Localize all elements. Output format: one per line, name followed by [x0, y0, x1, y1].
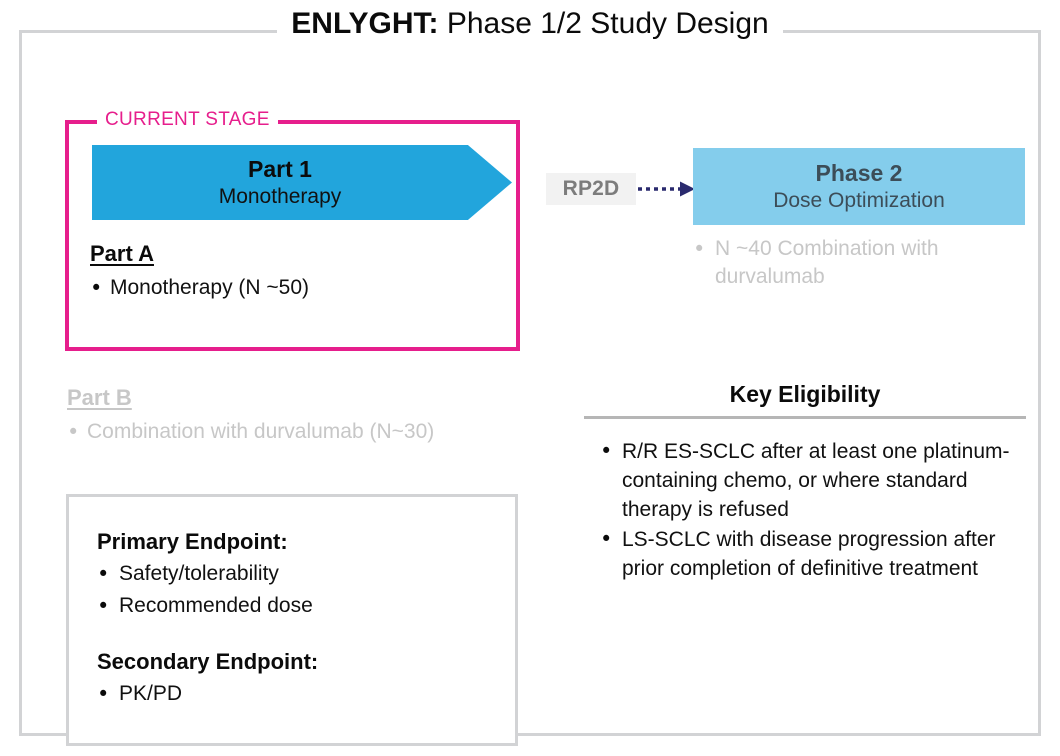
list-item: • R/R ES-SCLC after at least one platinu…: [600, 437, 1026, 524]
list-item: • Safety/tolerability: [97, 559, 515, 589]
phase-2-bullet-text: N ~40 Combination with durvalumab: [715, 237, 939, 288]
part-b-bullet-text: Combination with durvalumab (N~30): [87, 420, 435, 443]
bullet-icon: •: [97, 562, 110, 586]
key-eligibility-section: Key Eligibility • R/R ES-SCLC after at l…: [584, 379, 1026, 584]
part-1-title: Part 1: [248, 156, 312, 182]
phase-2-note: • N ~40 Combination with durvalumab: [693, 231, 1033, 291]
secondary-endpoint-heading: Secondary Endpoint:: [97, 649, 319, 674]
bullet-icon: •: [90, 276, 103, 300]
key-eligibility-list: • R/R ES-SCLC after at least one platinu…: [584, 437, 1026, 583]
list-item: • Monotherapy (N ~50): [90, 273, 490, 303]
divider: [584, 416, 1026, 419]
phase-2-subtitle: Dose Optimization: [773, 189, 945, 212]
eligibility-bullet-text: LS-SCLC with disease progression after p…: [622, 528, 996, 580]
list-item: • Combination with durvalumab (N~30): [67, 417, 507, 447]
current-stage-highlight-box: CURRENT STAGE: [65, 108, 520, 351]
part-1-arrow-banner: Part 1 Monotherapy: [92, 145, 512, 220]
slide-frame: CURRENT STAGE Part 1 Monotherapy Part A …: [19, 30, 1041, 746]
dotted-arrow-right-icon: [638, 181, 695, 197]
part-1-subtitle: Monotherapy: [218, 185, 342, 208]
endpoints-box: Primary Endpoint: • Safety/tolerability …: [66, 494, 518, 746]
primary-endpoint-bullet-text: Recommended dose: [119, 594, 313, 617]
secondary-endpoint-bullet-text: PK/PD: [119, 682, 183, 705]
phase-2-box: Phase 2 Dose Optimization: [693, 148, 1025, 225]
bullet-icon: •: [67, 420, 80, 444]
key-eligibility-title: Key Eligibility: [729, 381, 881, 407]
list-item: • PK/PD: [97, 679, 515, 709]
rp2d-label: RP2D: [546, 173, 636, 205]
phase-2-title: Phase 2: [815, 160, 903, 186]
spacer: [97, 621, 515, 647]
list-item: • LS-SCLC with disease progression after…: [600, 525, 1026, 583]
bullet-icon: •: [600, 527, 613, 551]
primary-endpoint-bullet-text: Safety/tolerability: [119, 562, 279, 585]
part-b-heading: Part B: [67, 385, 132, 410]
bullet-icon: •: [97, 594, 110, 618]
bullet-icon: •: [693, 237, 706, 261]
part-b-block: Part B • Combination with durvalumab (N~…: [67, 383, 507, 447]
bullet-icon: •: [600, 439, 613, 463]
primary-endpoint-heading: Primary Endpoint:: [97, 529, 288, 554]
eligibility-bullet-text: R/R ES-SCLC after at least one platinum-…: [622, 440, 1010, 521]
part-a-block: Part A • Monotherapy (N ~50): [90, 239, 490, 303]
list-item: • Recommended dose: [97, 591, 515, 621]
part-a-heading: Part A: [90, 241, 154, 266]
list-item: • N ~40 Combination with durvalumab: [693, 235, 1033, 291]
bullet-icon: •: [97, 682, 110, 706]
current-stage-legend: CURRENT STAGE: [97, 108, 278, 132]
part-a-bullet-text: Monotherapy (N ~50): [110, 276, 310, 299]
